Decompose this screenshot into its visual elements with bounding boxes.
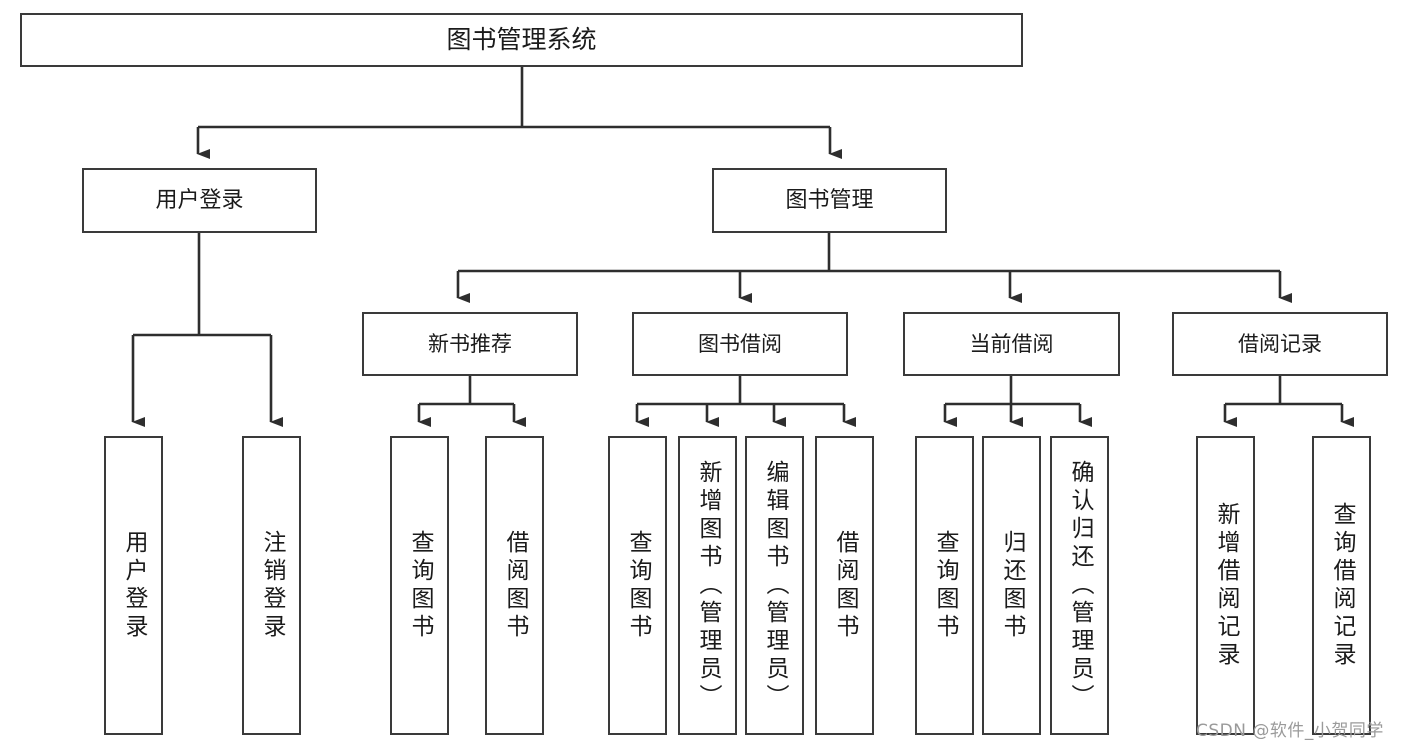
node-label: 当前借阅 [969,331,1054,356]
node-label: 图书管理系统 [446,25,597,55]
leaf-current-borrow-confirm-return-admin[interactable]: 确认归还（管理员） [1050,436,1109,735]
leaf-new-book-borrow-books[interactable]: 借阅图书 [485,436,544,735]
node-label: 用户登录 [155,187,244,213]
node-label: 查询图书 [407,529,433,642]
node-book-borrowing[interactable]: 图书借阅 [632,312,848,376]
node-new-book-recommendation[interactable]: 新书推荐 [362,312,578,376]
node-label: 查询借阅记录 [1329,501,1355,670]
leaf-current-borrow-query-books[interactable]: 查询图书 [915,436,974,735]
leaf-user-login-login[interactable]: 用户登录 [104,436,163,735]
leaf-user-login-logout[interactable]: 注销登录 [242,436,301,735]
node-label: 归还图书 [999,529,1025,642]
watermark-text: CSDN @软件_小贺同学 [1196,721,1384,741]
node-label: 查询图书 [625,529,651,642]
node-label: 新增借阅记录 [1213,501,1239,670]
leaf-book-borrow-add-book-admin[interactable]: 新增图书（管理员） [678,436,737,735]
node-label: 图书借阅 [698,331,782,356]
node-label: 查询图书 [932,529,958,642]
leaf-book-borrow-borrow-books[interactable]: 借阅图书 [815,436,874,735]
leaf-current-borrow-return-books[interactable]: 归还图书 [982,436,1041,735]
node-root-book-management-system[interactable]: 图书管理系统 [20,13,1023,67]
node-label: 用户登录 [121,529,147,642]
node-label: 借阅图书 [832,529,858,642]
leaf-borrow-record-query-record[interactable]: 查询借阅记录 [1312,436,1371,735]
node-borrow-records[interactable]: 借阅记录 [1172,312,1388,376]
leaf-book-borrow-edit-book-admin[interactable]: 编辑图书（管理员） [745,436,804,735]
node-user-login[interactable]: 用户登录 [82,168,317,233]
node-label: 借阅记录 [1238,331,1322,356]
node-label: 新书推荐 [428,331,512,356]
leaf-book-borrow-query-books[interactable]: 查询图书 [608,436,667,735]
node-label: 注销登录 [259,529,285,642]
node-label: 图书管理 [785,187,874,213]
node-label: 编辑图书（管理员） [762,459,788,712]
node-label: 借阅图书 [502,529,528,642]
leaf-borrow-record-add-record[interactable]: 新增借阅记录 [1196,436,1255,735]
node-current-borrowing[interactable]: 当前借阅 [903,312,1120,376]
node-label: 确认归还（管理员） [1067,459,1093,712]
node-label: 新增图书（管理员） [695,459,721,712]
leaf-new-book-query-books[interactable]: 查询图书 [390,436,449,735]
node-book-management[interactable]: 图书管理 [712,168,947,233]
